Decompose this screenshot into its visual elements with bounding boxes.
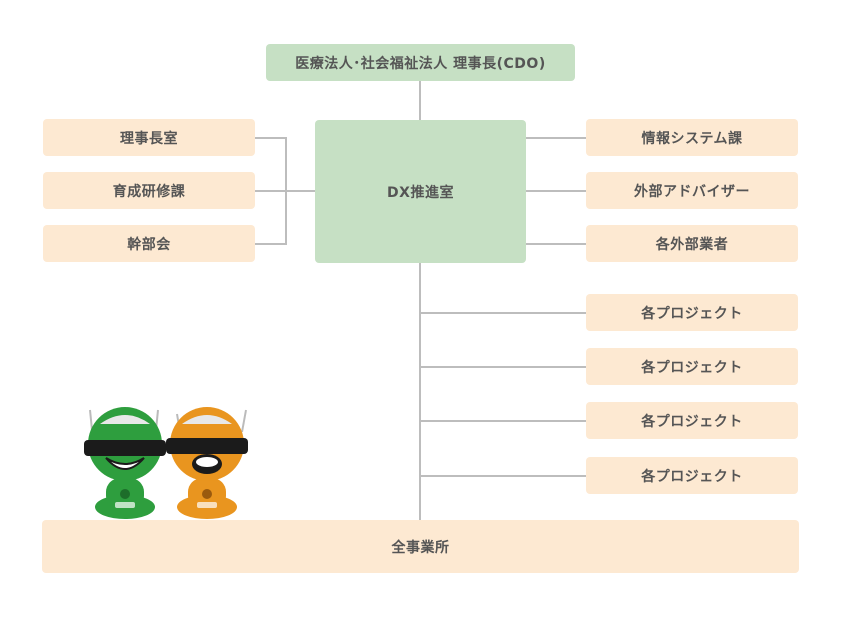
connector-left-bracket [285, 137, 287, 245]
left-box-training-section: 育成研修課 [43, 172, 255, 209]
connector-project-3 [420, 420, 586, 422]
connector-left-3 [255, 243, 286, 245]
bottom-box-all-facilities: 全事業所 [42, 520, 799, 573]
left-box-chairman-office: 理事長室 [43, 119, 255, 156]
connector-project-4 [420, 475, 586, 477]
connector-left-1 [255, 137, 286, 139]
project-box-1: 各プロジェクト [586, 294, 798, 331]
connector-project-2 [420, 366, 586, 368]
mascot-orange [166, 407, 248, 519]
project-box-3: 各プロジェクト [586, 402, 798, 439]
connector-right-2 [526, 190, 586, 192]
connector-top-center [419, 81, 421, 120]
right-box-external-advisor: 外部アドバイザー [586, 172, 798, 209]
connector-right-1 [526, 137, 586, 139]
connector-project-1 [420, 312, 586, 314]
connector-center-bottom [419, 262, 421, 520]
mascot-green [84, 407, 166, 519]
left-box-executive-meeting: 幹部会 [43, 225, 255, 262]
project-box-4: 各プロジェクト [586, 457, 798, 494]
project-box-2: 各プロジェクト [586, 348, 798, 385]
right-box-info-systems: 情報システム課 [586, 119, 798, 156]
top-box-cdo: 医療法人･社会福祉法人 理事長(CDO) [266, 44, 575, 81]
center-box-dx-office: DX推進室 [315, 120, 526, 263]
connector-right-3 [526, 243, 586, 245]
right-box-external-vendors: 各外部業者 [586, 225, 798, 262]
mascot-illustration [84, 407, 248, 519]
